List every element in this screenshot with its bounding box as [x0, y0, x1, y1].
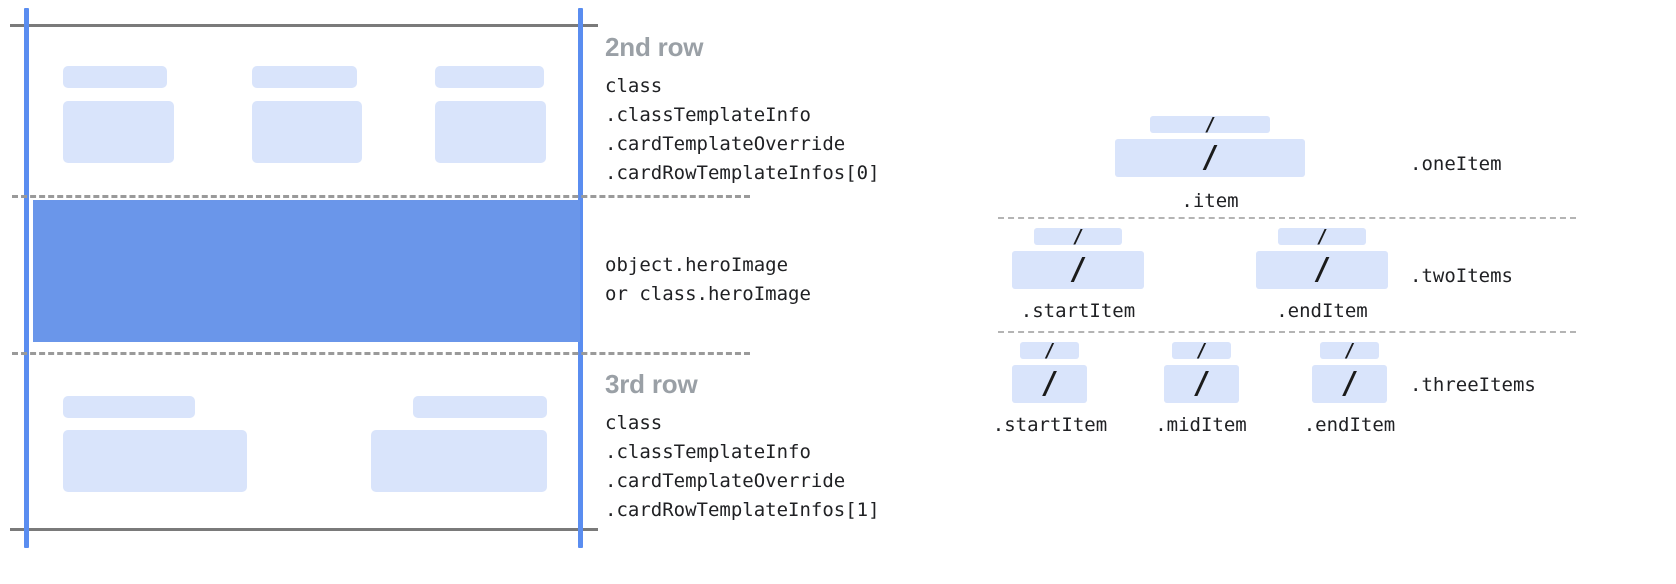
one-item-group-label: .oneItem	[1410, 153, 1502, 175]
card-bottom-rule	[10, 528, 598, 531]
item-layout-diagram: / / .item .oneItem / / .startItem / / .e…	[960, 0, 1676, 584]
one-two-divider	[998, 217, 1576, 219]
two-items-start-top-bar: /	[1034, 228, 1122, 245]
slash-glyph: /	[1204, 116, 1216, 133]
slash-glyph: /	[1068, 252, 1088, 287]
slash-glyph: /	[1312, 252, 1332, 287]
two-three-divider	[998, 331, 1576, 333]
three-items-mid-top-bar: /	[1172, 342, 1231, 359]
three-items-mid-main-bar: /	[1164, 365, 1239, 403]
row3-chip-body-1	[63, 430, 247, 492]
slash-glyph: /	[1072, 228, 1084, 245]
row3-annotation-code: class .classTemplateInfo .cardTemplateOv…	[605, 412, 880, 522]
row2-chip-body-1	[63, 101, 174, 163]
row2-annotation-code: class .classTemplateInfo .cardTemplateOv…	[605, 75, 880, 185]
row3-chip-body-2	[371, 430, 547, 492]
row2-annotation-title: 2nd row	[605, 32, 704, 62]
three-items-end-cell: / /	[1312, 342, 1387, 403]
card-top-rule	[10, 24, 598, 27]
slash-glyph: /	[1316, 228, 1328, 245]
card-left-guide	[24, 8, 29, 548]
two-items-start-cell: / /	[1012, 228, 1144, 289]
card-right-guide	[578, 8, 583, 548]
three-items-start-cell: / /	[1012, 342, 1087, 403]
slash-glyph: /	[1200, 140, 1220, 175]
one-item-main-bar: /	[1115, 139, 1305, 177]
two-items-end-top-bar: /	[1278, 228, 1366, 245]
three-items-start-label: .startItem	[992, 414, 1108, 436]
three-items-end-label: .endItem	[1303, 414, 1396, 436]
slash-glyph: /	[1043, 342, 1056, 359]
one-item-top-bar: /	[1150, 116, 1270, 133]
three-items-group-label: .threeItems	[1410, 374, 1536, 396]
hero-bottom-divider	[12, 352, 750, 355]
two-items-start-label: .startItem	[1020, 300, 1136, 322]
row3-chip-title-1	[63, 396, 195, 418]
row2-chip-body-3	[435, 101, 546, 163]
two-items-group-label: .twoItems	[1410, 265, 1513, 287]
row3-chip-title-2	[413, 396, 547, 418]
row2-chip-body-2	[252, 101, 362, 163]
one-item-cell: / /	[1115, 116, 1305, 177]
slash-glyph: /	[1195, 342, 1208, 359]
row2-chip-title-1	[63, 66, 167, 88]
two-items-start-main-bar: /	[1012, 251, 1144, 289]
three-items-start-main-bar: /	[1012, 365, 1087, 403]
three-items-mid-cell: / /	[1164, 342, 1239, 403]
row2-chip-title-2	[252, 66, 357, 88]
row2-chip-title-3	[435, 66, 544, 88]
slash-glyph: /	[1340, 366, 1359, 401]
two-items-end-main-bar: /	[1256, 251, 1388, 289]
hero-annotation-code: object.heroImage or class.heroImage	[605, 254, 811, 306]
hero-image-band	[33, 200, 580, 342]
one-item-cell-label: .item	[1181, 190, 1239, 212]
row3-annotation-title: 3rd row	[605, 369, 698, 399]
two-items-end-cell: / /	[1256, 228, 1388, 289]
two-items-end-label: .endItem	[1276, 300, 1368, 322]
card-row-diagram	[0, 0, 750, 584]
slash-glyph: /	[1040, 366, 1059, 401]
three-items-mid-label: .midItem	[1155, 414, 1247, 436]
slash-glyph: /	[1343, 342, 1356, 359]
three-items-start-top-bar: /	[1020, 342, 1079, 359]
three-items-end-main-bar: /	[1312, 365, 1387, 403]
hero-top-divider	[12, 195, 750, 198]
three-items-end-top-bar: /	[1320, 342, 1379, 359]
slash-glyph: /	[1192, 366, 1211, 401]
